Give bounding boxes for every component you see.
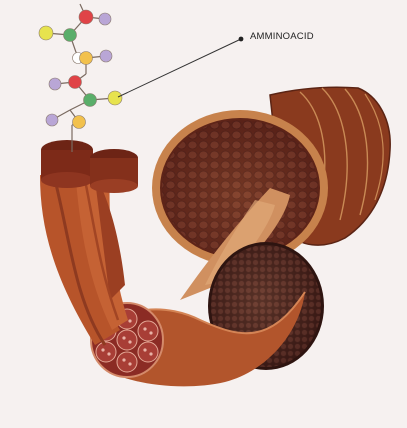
node-lime [107,90,123,106]
node-green [63,28,77,42]
amino-acid-leader-line [117,36,244,98]
node-lime [38,25,54,41]
node-yellow [72,115,86,129]
node-lilac [48,77,62,91]
node-red [68,75,82,89]
node-yellow [79,51,93,65]
node-red [78,9,94,25]
amino-acid-label: AMMINOACID [250,31,314,42]
node-green [83,93,97,107]
node-lilac [99,49,113,63]
amino-acid-nodes [38,9,123,129]
myofilament-strands [40,140,138,346]
node-lilac [45,113,59,127]
muscle-cross-section [152,110,328,266]
node-lilac [98,12,112,26]
